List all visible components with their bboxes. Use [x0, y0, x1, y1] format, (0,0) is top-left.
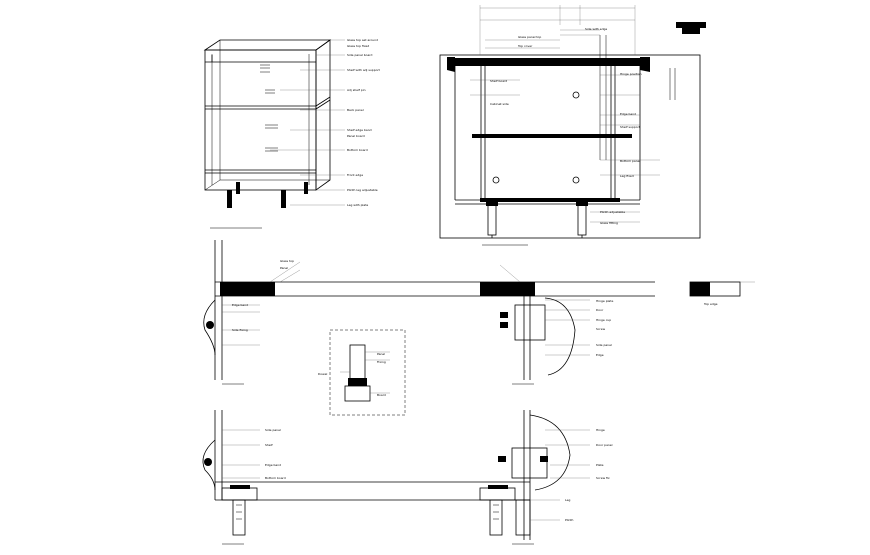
- front-label-6: Edge band: [620, 112, 636, 116]
- bottom-left-label-0: Side panel: [265, 428, 281, 432]
- front-label-7: Shelf support: [620, 125, 641, 129]
- front-label-9: Leg fixed: [620, 174, 634, 178]
- bottom-right-label-5: Plinth: [565, 518, 574, 522]
- bottom-right-label-1: Door panel: [596, 443, 613, 447]
- bottom-left-label-2: Edge band: [265, 463, 281, 467]
- bottom-right-label-4: Leg: [565, 498, 570, 502]
- front-label-2: Side with edge: [585, 27, 607, 31]
- mid-right-label-0: Hinge plate: [596, 299, 613, 303]
- iso-label-10: Plinth leg adjustable: [347, 188, 378, 192]
- bottom-section-detail: Side panel Shelf Edge band Bottom board …: [202, 410, 613, 545]
- iso-label-5: Back panel: [347, 108, 364, 112]
- section-label-0: Panel: [377, 352, 385, 356]
- front-label-5: Cabinet side: [490, 102, 509, 106]
- center-section-box: Panel Fixing Dowel Board: [318, 329, 406, 416]
- mid-right-label-5: Edge: [596, 353, 604, 357]
- top-section-detail: Glass top Panel Edge band Side fixing Hi…: [203, 240, 755, 385]
- mid-right-label-3: Screw: [596, 327, 606, 331]
- iso-label-1: Glass top fixed: [347, 44, 369, 48]
- iso-label-8: Bottom board: [347, 148, 368, 152]
- top-detail-label-2: Edge band: [232, 303, 248, 307]
- iso-label-11: Leg with plate: [347, 203, 368, 207]
- bottom-left-label-3: Bottom board: [265, 476, 286, 480]
- front-label-1: Top cover: [517, 44, 533, 48]
- right-detail-label-0: Top edge: [703, 302, 718, 306]
- iso-label-0: Glass top set around: [347, 38, 378, 42]
- iso-label-4: Adj shelf pin: [347, 88, 366, 92]
- bottom-left-label-1: Shelf: [265, 443, 273, 447]
- iso-label-9: Front edge: [347, 173, 363, 177]
- top-detail-label-3: Side fixing: [232, 328, 248, 332]
- iso-label-3: Shelf with adj support: [347, 68, 381, 72]
- front-label-11: Glass fitting: [600, 221, 618, 225]
- bottom-right-label-2: Plate: [596, 463, 604, 467]
- section-label-3: Board: [377, 393, 386, 397]
- cabinet-isometric-view: Glass top set around Glass top fixed Sid…: [203, 38, 381, 229]
- front-label-0: Glass panel top: [518, 35, 541, 39]
- iso-label-6: Shelf edge band: [347, 128, 372, 132]
- front-label-8: Bottom panel: [620, 159, 640, 163]
- bottom-right-label-0: Hinge: [596, 428, 605, 432]
- cabinet-front-elevation: Glass panel top Top cover Side with edge…: [439, 5, 706, 246]
- mid-right-label-1: Door: [596, 308, 604, 312]
- bottom-right-label-3: Screw fix: [596, 476, 610, 480]
- mid-right-label-2: Hinge cup: [596, 318, 611, 322]
- top-detail-label-0: Glass top: [280, 259, 294, 263]
- section-label-1: Fixing: [377, 360, 386, 364]
- top-detail-label-1: Panel: [280, 266, 288, 270]
- front-label-10: Plinth adjustable: [600, 210, 625, 214]
- iso-label-2: Side panel board: [347, 53, 372, 57]
- front-label-4: Shelf board: [490, 79, 507, 83]
- mid-right-label-4: Side panel: [596, 343, 612, 347]
- section-label-2: Dowel: [318, 372, 327, 376]
- front-label-3: Hinge position: [620, 72, 642, 76]
- iso-label-7: Panel board: [347, 134, 365, 138]
